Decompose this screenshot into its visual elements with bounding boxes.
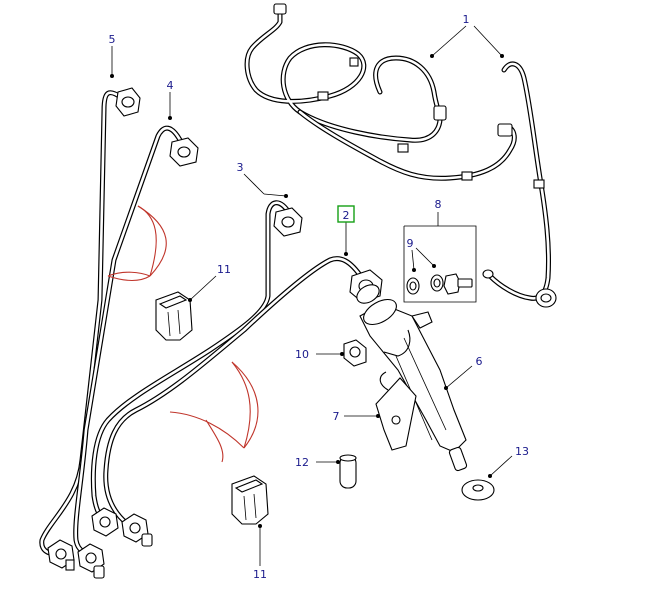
pipe-clip-lower[interactable] <box>231 475 269 525</box>
injector-pipe-2[interactable] <box>103 256 365 529</box>
sealing-washer-13[interactable] <box>461 479 495 501</box>
union-nut <box>115 87 141 117</box>
callout-11-upper[interactable]: 11 <box>217 263 231 276</box>
nut-10[interactable] <box>343 339 367 367</box>
callout-11-lower[interactable]: 11 <box>253 568 267 581</box>
washer-9[interactable] <box>406 277 420 295</box>
injector-pipe-5[interactable] <box>39 90 125 556</box>
injector[interactable] <box>354 281 468 472</box>
clip-position-arcs-lower <box>169 361 259 463</box>
pump-end-fittings <box>47 507 153 579</box>
injector-pipe-3[interactable] <box>90 200 293 523</box>
callout-5[interactable]: 5 <box>109 33 116 46</box>
leader-lines <box>110 25 513 566</box>
fixing-kit-box <box>403 225 477 303</box>
callout-8[interactable]: 8 <box>435 198 442 211</box>
callout-labels: 1 2 3 4 5 6 7 8 9 10 11 11 12 13 <box>109 13 530 581</box>
callout-3[interactable]: 3 <box>237 161 244 174</box>
callout-9[interactable]: 9 <box>407 237 414 250</box>
clamp-7[interactable] <box>375 371 417 451</box>
callout-7[interactable]: 7 <box>333 410 340 423</box>
callout-1[interactable]: 1 <box>463 13 470 26</box>
bolt-8[interactable] <box>443 273 473 295</box>
washer-9b[interactable] <box>430 274 444 292</box>
callout-12[interactable]: 12 <box>295 456 309 469</box>
union-nut <box>169 137 199 167</box>
union-nut <box>273 207 303 237</box>
clip-position-arcs-upper <box>107 205 167 282</box>
stud-12[interactable] <box>339 454 357 489</box>
callout-2-highlight <box>337 205 355 223</box>
callout-10[interactable]: 10 <box>295 348 309 361</box>
callout-2[interactable]: 2 <box>343 209 350 222</box>
callout-13[interactable]: 13 <box>515 445 529 458</box>
callout-6[interactable]: 6 <box>476 355 483 368</box>
leak-off-pipe[interactable] <box>244 3 557 308</box>
callout-4[interactable]: 4 <box>167 79 174 92</box>
pipe-clip-upper[interactable] <box>155 291 193 341</box>
